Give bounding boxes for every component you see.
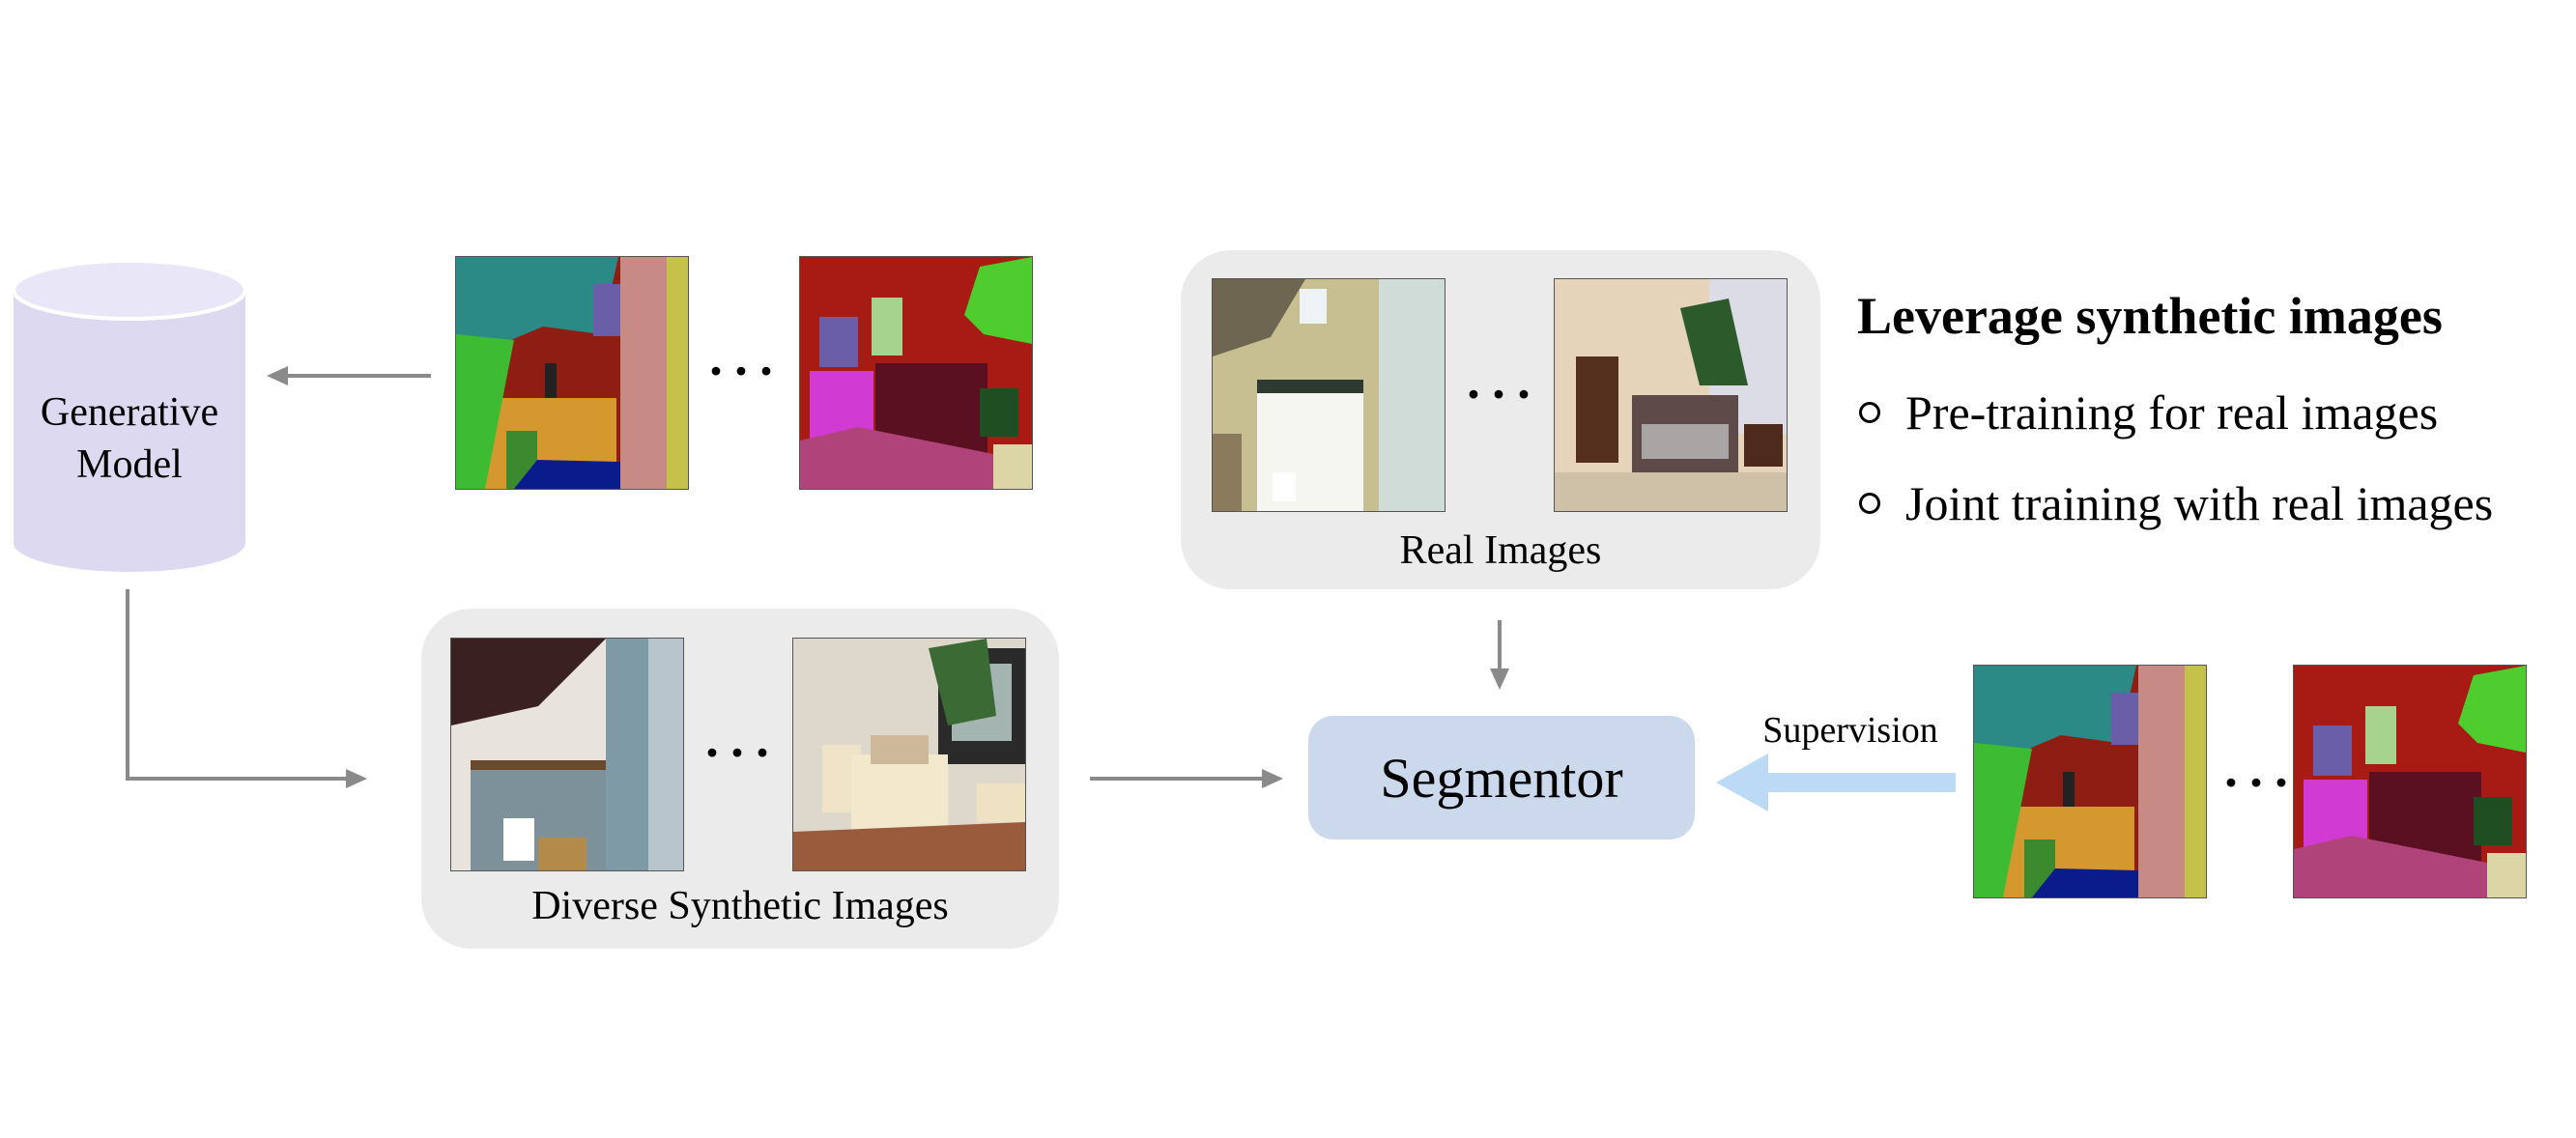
database-cylinder-icon: [12, 259, 247, 572]
ellipsis-synthetic-images: ···: [703, 724, 780, 782]
info-bullet-2: Joint training with real images: [1859, 475, 2493, 531]
synthetic-images-label: Diverse Synthetic Images: [531, 884, 949, 928]
arrow-model-to-synthetic: [126, 589, 367, 788]
real-image-bedroom: [1554, 278, 1788, 512]
ellipsis-masks-top: ···: [707, 342, 784, 400]
info-bullet-1-text: Pre-training for real images: [1905, 385, 2439, 440]
synthetic-image-bathroom: [450, 638, 684, 871]
generative-model-label-line2: Model: [76, 442, 183, 487]
ellipsis-masks-bottom: ···: [2222, 754, 2299, 811]
info-heading: Leverage synthetic images: [1857, 287, 2443, 345]
segmentor-box: Segmentor: [1308, 716, 1695, 839]
generative-model-label-line1: Generative: [40, 390, 219, 435]
segmentor-label: Segmentor: [1380, 746, 1623, 810]
arrow-synthetic-to-segmentor: [1090, 769, 1283, 788]
mask-thumbnail-bedroom-supervision: [2293, 665, 2527, 898]
info-bullet-2-text: Joint training with real images: [1905, 476, 2494, 530]
mask-thumbnail-bathroom: [455, 256, 689, 490]
hollow-bullet-icon: [1859, 402, 1880, 423]
mask-thumbnail-bathroom-supervision: [1973, 665, 2207, 898]
mask-thumbnail-bedroom: [799, 256, 1033, 490]
real-image-bathroom: [1212, 278, 1445, 512]
info-bullet-1: Pre-training for real images: [1859, 384, 2438, 441]
generative-model-label: Generative Model: [14, 386, 245, 491]
arrow-masks-to-model: [267, 366, 431, 385]
synthetic-image-bedroom: [792, 638, 1026, 871]
ellipsis-real-images: ···: [1465, 365, 1541, 423]
arrow-real-to-segmentor: [1490, 620, 1509, 690]
hollow-bullet-icon: [1859, 493, 1880, 514]
real-images-label: Real Images: [1399, 528, 1602, 573]
supervision-label: Supervision: [1762, 710, 1938, 751]
arrow-supervision: [1716, 754, 1956, 811]
